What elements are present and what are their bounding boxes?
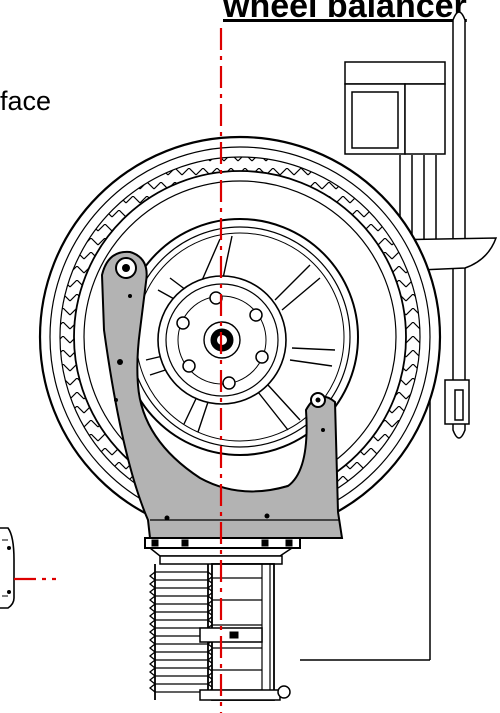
- c-bracket-icon: [100, 250, 344, 539]
- rail-structure-icon: [199, 563, 291, 701]
- left-housing-icon: [0, 527, 15, 609]
- wheel-assembly-icon: [38, 135, 442, 539]
- page-title: wheel balancer: [223, 0, 467, 25]
- face-label: face: [0, 86, 52, 116]
- base-plate-icon: [144, 537, 301, 565]
